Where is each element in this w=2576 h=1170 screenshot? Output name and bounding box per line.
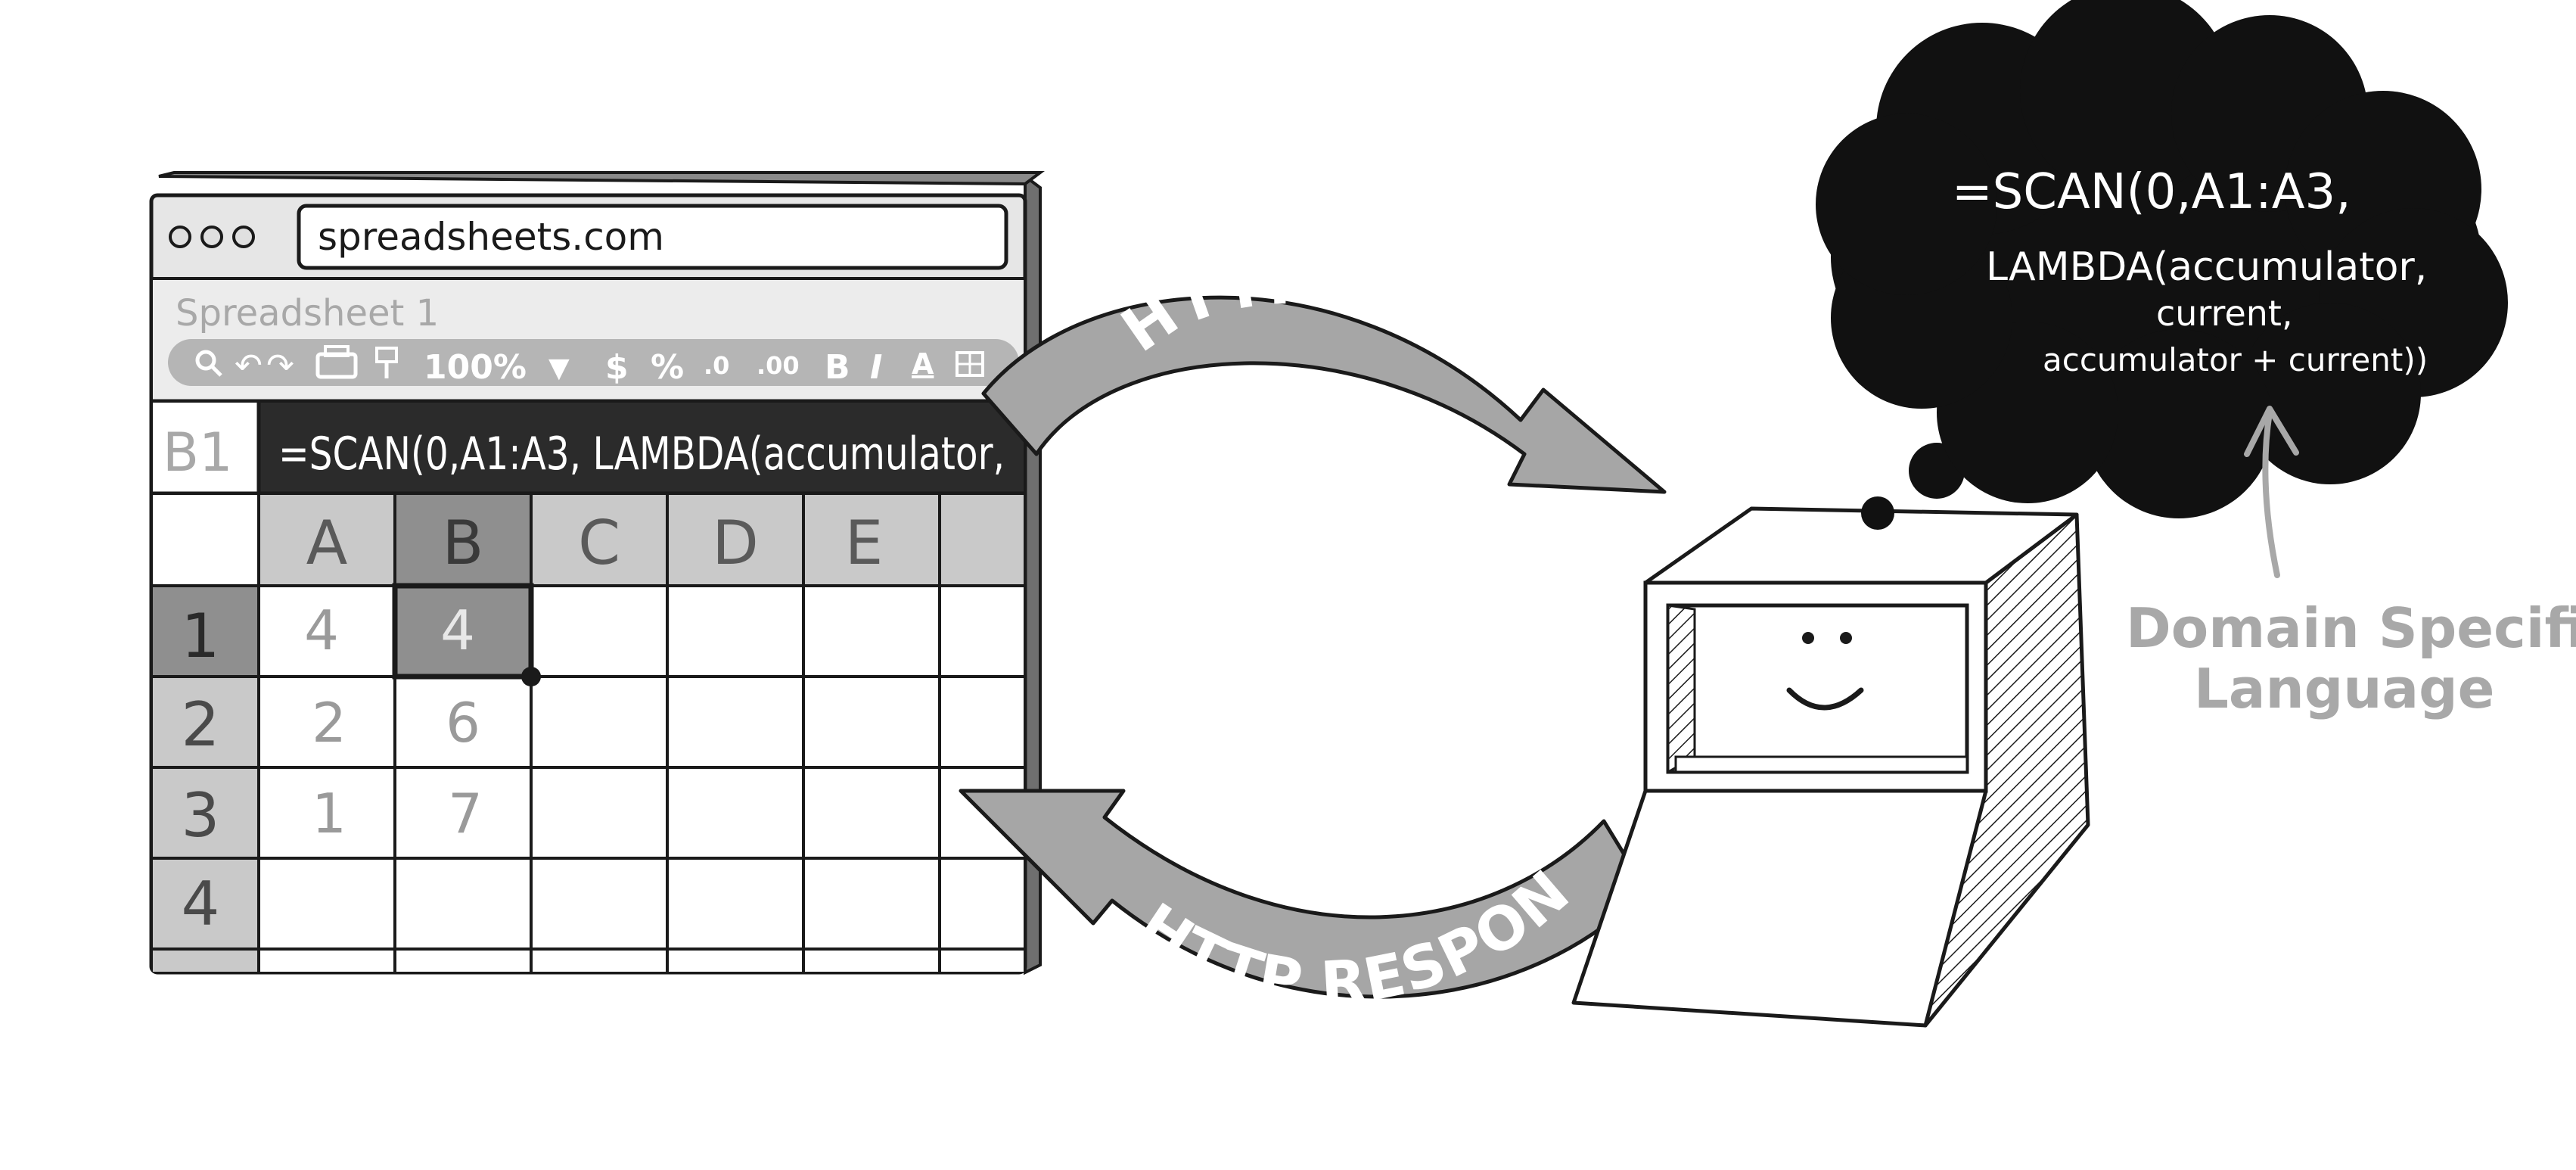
thought-bubble: =SCAN(0,A1:A3, LAMBDA(accumulator, curre…: [1816, 0, 2508, 530]
column-header-a[interactable]: A: [306, 508, 348, 578]
url-text: spreadsheets.com: [318, 215, 664, 259]
row-header-4[interactable]: 4: [182, 869, 220, 939]
window-depth-top: [158, 171, 1045, 186]
undo-icon[interactable]: ↶: [235, 347, 263, 385]
cell-b2[interactable]: 6: [446, 691, 480, 755]
column-header-b-selected: [395, 495, 531, 586]
eye-right-icon: [1840, 632, 1852, 644]
spreadsheet-window: spreadsheets.com Spreadsheet 1 ↶ ↷ 100% …: [149, 171, 1045, 976]
server-computer: [1571, 506, 2090, 1028]
screen-bevel: [1667, 604, 1696, 774]
window-button-zoom[interactable]: [232, 226, 255, 248]
window-button-close[interactable]: [169, 226, 191, 248]
row-header-2[interactable]: 2: [182, 689, 220, 760]
chevron-down-icon[interactable]: ▼: [548, 353, 570, 384]
thought-line-3: current,: [2156, 293, 2293, 334]
column-header-c[interactable]: C: [578, 508, 620, 578]
cell-a1[interactable]: 4: [304, 599, 339, 662]
row-header-3[interactable]: 3: [182, 780, 220, 851]
server-screen: [1666, 603, 1969, 774]
cell-a3[interactable]: 1: [312, 782, 346, 845]
cell-a2[interactable]: 2: [312, 691, 346, 755]
smile-icon: [1786, 687, 1864, 711]
zoom-select[interactable]: 100%: [424, 348, 527, 387]
select-all-corner[interactable]: [153, 495, 259, 586]
thought-line-2: LAMBDA(accumulator,: [1986, 244, 2427, 290]
cell-b3[interactable]: 7: [448, 782, 483, 845]
decrease-decimals[interactable]: .0: [704, 351, 729, 380]
search-icon[interactable]: [195, 350, 222, 377]
annotation-arrow: [2262, 409, 2280, 578]
thought-dot-small: [1861, 496, 1894, 530]
bold-button[interactable]: B: [825, 348, 850, 387]
dsl-annotation: Domain Specific Language: [2126, 406, 2576, 720]
borders-icon[interactable]: [956, 351, 984, 377]
column-header-e[interactable]: E: [845, 508, 884, 578]
print-icon[interactable]: [315, 345, 358, 379]
thought-line-1: =SCAN(0,A1:A3,: [1952, 164, 2351, 220]
eye-left-icon: [1802, 632, 1814, 644]
thought-line-4: accumulator + current)): [2043, 341, 2428, 378]
sheet-title: Spreadsheet 1: [176, 292, 439, 335]
row-header-1-selected: [153, 586, 259, 677]
cell-b1[interactable]: 4: [440, 599, 475, 662]
row-header-1[interactable]: 1: [182, 601, 220, 671]
formula-text: =SCAN(0,A1:A3, LAMBDA(accumulator,: [278, 428, 1005, 481]
cell-reference-box[interactable]: [153, 403, 259, 493]
formula-bar[interactable]: [259, 403, 1024, 493]
redo-icon[interactable]: ↷: [266, 347, 294, 385]
column-header-band: [259, 495, 1024, 586]
cell-reference: B1: [163, 422, 233, 484]
url-bar[interactable]: [297, 204, 1008, 270]
text-color-button[interactable]: A: [912, 347, 934, 381]
paint-format-icon[interactable]: [375, 347, 398, 378]
percent-format[interactable]: %: [651, 348, 684, 387]
italic-button[interactable]: I: [870, 348, 882, 387]
annotation-line-1: Domain Specific: [2126, 596, 2576, 660]
thought-cloud: [1816, 0, 2508, 518]
increase-decimals[interactable]: .00: [757, 351, 800, 380]
window-button-minimize[interactable]: [200, 226, 223, 248]
server-base: [1571, 789, 1988, 1028]
currency-format[interactable]: $: [605, 348, 629, 387]
grid-lines: [153, 495, 1024, 972]
toolbar: [168, 339, 1019, 386]
column-header-b[interactable]: B: [443, 508, 484, 578]
column-header-d[interactable]: D: [712, 508, 759, 578]
cell-grid: [259, 586, 1024, 972]
annotation-line-2: Language: [2194, 657, 2494, 720]
